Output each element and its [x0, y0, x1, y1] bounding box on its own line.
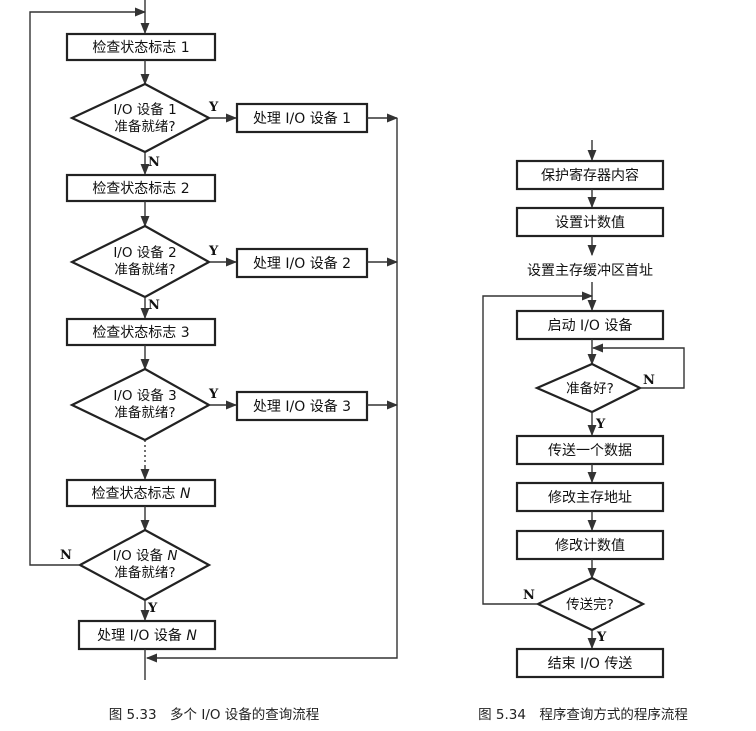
end-transfer-label: 结束 I/O 传送: [548, 656, 633, 672]
yes-label-1: Y: [208, 100, 219, 115]
no-label-2: N: [148, 298, 160, 313]
start-device-box: [515, 309, 665, 341]
set-buffer-address-label: 设置主存缓冲区首址: [527, 263, 653, 279]
process-device-3-label: 处理 I/O 设备 3: [253, 398, 351, 415]
loop-back-arrow: [29, 7, 147, 566]
transfer-data-label: 传送一个数据: [548, 443, 632, 459]
end-transfer-box: [515, 647, 665, 679]
merge-line: [145, 118, 398, 663]
done-yes-label: Y: [596, 630, 607, 645]
save-registers-box: [515, 159, 665, 191]
done-no-label: N: [523, 588, 535, 603]
start-device-label: 启动 I/O 设备: [548, 317, 633, 334]
no-label-n: N: [60, 548, 72, 563]
transfer-data-box: [515, 434, 665, 466]
figure-5-34: 保护寄存器内容 设置计数值 设置主存缓冲区首址 启动 I/O 设备 准备好? N…: [478, 140, 688, 723]
check-flag-1-box: [65, 32, 217, 62]
ready-3-line1: I/O 设备 3: [113, 387, 176, 404]
modify-count-label: 修改计数值: [555, 538, 625, 554]
modify-count-box: [515, 529, 665, 561]
ready-label: 准备好?: [566, 380, 614, 397]
process-device-2-label: 处理 I/O 设备 2: [253, 255, 351, 272]
check-flag-2-label: 检查状态标志 2: [92, 181, 189, 197]
figure-5-33: 检查状态标志 1 I/O 设备 1 准备就绪? Y 处理 I/O 设备 1 N …: [29, 0, 399, 723]
done-label: 传送完?: [566, 597, 614, 613]
ready-3-line2: 准备就绪?: [114, 404, 175, 421]
ready-yes-label: Y: [595, 417, 606, 432]
figure-5-34-caption: 图 5.34 程序查询方式的程序流程: [478, 707, 688, 723]
check-flag-3-label: 检查状态标志 3: [92, 325, 189, 341]
modify-address-box: [515, 481, 665, 513]
check-flag-3-box: [65, 317, 217, 347]
set-count-label: 设置计数值: [555, 215, 625, 231]
check-flag-2-box: [65, 173, 217, 203]
set-count-box: [515, 206, 665, 238]
process-device-n-box: [77, 619, 217, 651]
process-device-1-label: 处理 I/O 设备 1: [253, 110, 351, 127]
ready-1-line2: 准备就绪?: [114, 118, 175, 135]
figure-5-33-caption: 图 5.33 多个 I/O 设备的查询流程: [109, 706, 320, 723]
ready-no-label: N: [643, 373, 655, 388]
modify-address-label: 修改主存地址: [548, 490, 632, 506]
yes-label-3: Y: [208, 387, 219, 402]
ready-2-line2: 准备就绪?: [114, 261, 175, 278]
process-device-1-box: [235, 102, 369, 134]
ready-2-line1: I/O 设备 2: [113, 244, 176, 261]
yes-label-n: Y: [147, 601, 158, 616]
check-flag-1-label: 检查状态标志 1: [92, 40, 189, 56]
no-label-1: N: [148, 155, 160, 170]
ready-n-line2: 准备就绪?: [114, 564, 175, 581]
done-no-loop: [482, 291, 594, 605]
ready-1-diamond: [69, 82, 212, 154]
save-registers-label: 保护寄存器内容: [541, 167, 639, 184]
ready-no-loop: [591, 343, 685, 389]
ready-n-line1: I/O 设备 N: [113, 547, 178, 564]
process-device-3-box: [235, 390, 369, 422]
check-flag-n-label: 检查状态标志 N: [92, 486, 191, 502]
process-device-n-label: 处理 I/O 设备 N: [97, 627, 197, 644]
ready-1-line1: I/O 设备 1: [113, 101, 176, 118]
process-device-2-box: [235, 247, 369, 279]
check-flag-n-box: [65, 478, 217, 508]
yes-label-2: Y: [208, 244, 219, 259]
